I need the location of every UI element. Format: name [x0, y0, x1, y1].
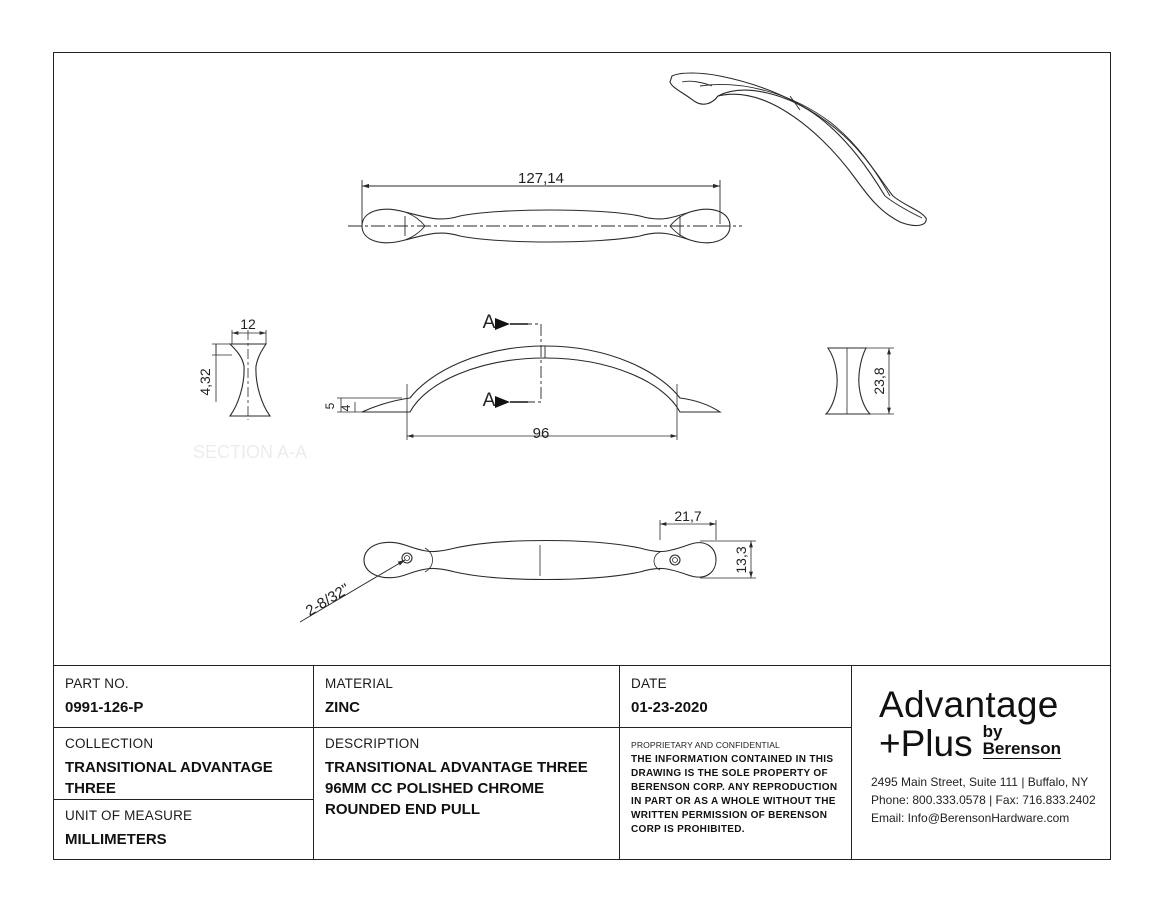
contact-block: 2495 Main Street, Suite 111 | Buffalo, N… [871, 773, 1105, 827]
brand-company: Berenson [982, 739, 1062, 759]
section-view [212, 330, 272, 420]
section-cut-label-top: A [483, 312, 496, 333]
unit-label: UNIT OF MEASURE [65, 808, 193, 823]
brand-cell: Advantage +Plus by Berenson 2495 Main St… [871, 684, 1105, 827]
section-cut-label-bottom: A [483, 390, 496, 411]
bottom-view [299, 520, 756, 623]
date-value: 01-23-2020 [631, 699, 708, 716]
brand-logo-line2-row: +Plus by Berenson [879, 722, 1105, 764]
title-block: PART NO. 0991-126-P MATERIAL ZINC DATE 0… [53, 665, 1111, 860]
divider [53, 799, 313, 800]
divider [619, 666, 620, 860]
divider [313, 666, 314, 860]
brand-logo-line1: Advantage [879, 684, 1059, 725]
side-view [337, 318, 722, 440]
collection-value: TRANSITIONAL ADVANTAGE THREE [65, 759, 273, 797]
description-label: DESCRIPTION [325, 736, 420, 751]
dim-end-width: 21,7 [674, 508, 701, 524]
dim-overall-length: 127,14 [518, 170, 564, 187]
dim-base-width: 12 [240, 316, 256, 332]
part-no-cell: PART NO. 0991-126-P [65, 676, 143, 718]
drawing-sheet-border [53, 52, 1111, 860]
unit-value: MILLIMETERS [65, 831, 167, 848]
faint-section-label: SECTION A-A [193, 442, 307, 462]
end-view [824, 347, 894, 415]
brand-by: by [982, 722, 1003, 741]
date-cell: DATE 01-23-2020 [631, 676, 708, 718]
proprietary-heading: PROPRIETARY AND CONFIDENTIAL [631, 740, 780, 750]
part-no-value: 0991-126-P [65, 699, 144, 716]
collection-label: COLLECTION [65, 736, 154, 751]
screw-callout: 2-8/32" [303, 581, 353, 620]
material-value: ZINC [325, 699, 360, 716]
technical-drawing: 127,14 12 4,32 SECTION A-A A A 96 5 4 [193, 72, 927, 623]
dim-foot-height: 5 [323, 402, 337, 409]
material-cell: MATERIAL ZINC [325, 676, 393, 718]
collection-cell: COLLECTION TRANSITIONAL ADVANTAGE THREE [65, 736, 305, 799]
material-label: MATERIAL [325, 676, 394, 691]
brand-by-block: by Berenson [982, 722, 1062, 759]
unit-cell: UNIT OF MEASURE MILLIMETERS [65, 808, 192, 850]
dim-profile-height: 23,8 [871, 367, 887, 394]
date-label: DATE [631, 676, 667, 691]
description-value: TRANSITIONAL ADVANTAGE THREE 96MM CC POL… [325, 759, 588, 818]
dim-center-to-center: 96 [533, 425, 550, 442]
description-cell: DESCRIPTION TRANSITIONAL ADVANTAGE THREE… [325, 736, 607, 820]
contact-address: 2495 Main Street, Suite 111 | Buffalo, N… [871, 775, 1089, 789]
divider [53, 727, 851, 728]
proprietary-text: THE INFORMATION CONTAINED IN THIS DRAWIN… [631, 754, 838, 835]
dim-base-height: 4,32 [197, 368, 213, 395]
dim-foot-inner: 4 [339, 404, 353, 411]
isometric-view [669, 72, 927, 227]
contact-phone: Phone: 800.333.0578 | Fax: 716.833.2402 [871, 793, 1096, 807]
divider [851, 666, 852, 860]
brand-logo-line2: +Plus [879, 723, 973, 764]
proprietary-cell: PROPRIETARY AND CONFIDENTIAL THE INFORMA… [631, 740, 845, 837]
dim-end-height: 13,3 [733, 546, 749, 573]
contact-email: Email: Info@BerensonHardware.com [871, 811, 1070, 825]
part-no-label: PART NO. [65, 676, 129, 691]
top-view [348, 180, 742, 244]
